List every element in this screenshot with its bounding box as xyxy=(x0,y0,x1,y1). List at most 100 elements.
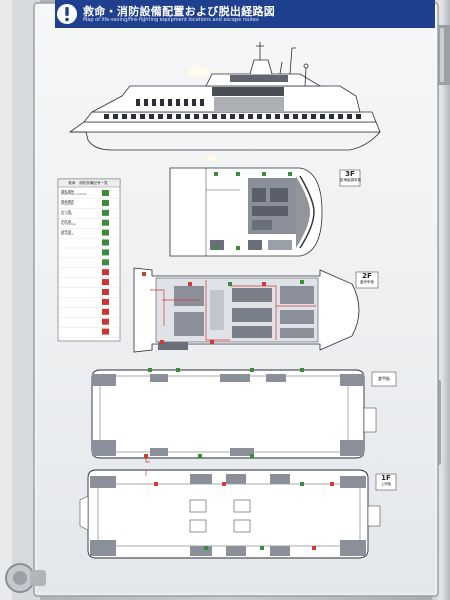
ship-window xyxy=(239,114,244,119)
equipment-marker-icon xyxy=(300,482,304,486)
ship-window xyxy=(192,99,196,106)
equipment-marker-icon xyxy=(262,172,266,176)
legend-item-english: Lifejacket xyxy=(61,203,74,207)
door-handle-mount xyxy=(30,570,46,586)
header-bar xyxy=(55,0,435,28)
deck-1f-name: 上甲板 xyxy=(380,482,392,487)
equipment-marker-icon xyxy=(198,454,202,458)
legend-item-label: 大人用 xyxy=(61,209,71,214)
deck-1f-number: 1F xyxy=(381,474,391,482)
legend-symbol-icon xyxy=(102,199,109,206)
legend-symbol-icon xyxy=(102,298,109,305)
equipment-marker-icon xyxy=(210,340,214,344)
ship-window xyxy=(347,114,352,119)
ship-window xyxy=(168,99,172,106)
legend-box xyxy=(57,178,121,342)
deck-mid-plan xyxy=(91,369,377,459)
ship-superstructure-detail xyxy=(214,97,284,111)
lamp-reflection-core xyxy=(207,155,217,161)
exclamation-icon-dot xyxy=(65,17,69,22)
ship-window xyxy=(152,99,156,106)
legend-header xyxy=(57,178,121,188)
legend-symbol-icon xyxy=(102,259,109,266)
door-handle-center xyxy=(13,571,27,585)
equipment-marker-icon xyxy=(236,172,240,176)
legend-symbol-icon xyxy=(102,239,109,246)
equipment-marker-icon xyxy=(236,246,240,250)
equipment-marker-icon xyxy=(288,172,292,176)
deck-1f-escape-route xyxy=(145,458,150,476)
ship-window xyxy=(104,114,109,119)
ship-window xyxy=(311,114,316,119)
equipment-marker-icon xyxy=(330,482,334,486)
left-window-strip xyxy=(0,0,12,600)
deck-2f-number: 2F xyxy=(362,272,372,280)
deck-3f-label: 3F 航海船橋甲板 xyxy=(340,170,361,183)
equipment-marker-icon xyxy=(250,368,254,372)
legend-item-english: Embarkation ladder xyxy=(61,193,87,197)
ship-window xyxy=(131,114,136,119)
legend-title: 救命 消防設備記号一覧 xyxy=(68,181,108,185)
ship-window xyxy=(122,114,127,119)
legend-symbol-icon xyxy=(102,279,109,286)
sign-title: 救命・消防設備配置および脱出経路図 xyxy=(83,5,276,18)
legend-symbol-icon xyxy=(102,269,109,276)
equipment-marker-icon xyxy=(262,282,266,286)
sign-subtitle: Map of life-saving/fire-fighting equipme… xyxy=(83,17,259,23)
ship-window xyxy=(136,99,140,106)
legend-item-english: for Children xyxy=(61,222,77,226)
ship-bridge-upper xyxy=(230,75,288,82)
equipment-markers xyxy=(142,172,334,550)
equipment-marker-icon xyxy=(260,546,264,550)
ship-window xyxy=(200,99,204,106)
legend-symbol-icon xyxy=(102,328,109,335)
equipment-marker-icon xyxy=(148,368,152,372)
legend-item-label: 幼児用 xyxy=(61,229,71,234)
ship-bridge-windows xyxy=(212,87,284,96)
legend-symbol-icon xyxy=(102,209,109,216)
ship-window xyxy=(158,114,163,119)
ship-window xyxy=(275,114,280,119)
deck-3f-name: 航海船橋甲板 xyxy=(340,178,361,183)
ship-window xyxy=(302,114,307,119)
ship-window-row xyxy=(104,99,361,119)
deck-3f-number: 3F xyxy=(345,170,355,178)
equipment-marker-icon xyxy=(144,454,148,458)
ship-window xyxy=(176,99,180,106)
top-hinge-highlight xyxy=(440,28,444,82)
deck-2f-escape-routes xyxy=(150,280,316,341)
ship-window xyxy=(284,114,289,119)
ship-window xyxy=(167,114,172,119)
ship-window xyxy=(185,114,190,119)
ship-window xyxy=(293,114,298,119)
legend-symbol-icon xyxy=(102,229,109,236)
ship-window xyxy=(356,114,361,119)
deck-3f-label-box xyxy=(339,169,361,187)
ship-window xyxy=(113,114,118,119)
deck-2f-plan xyxy=(133,267,360,353)
ship-window xyxy=(160,99,164,106)
ship-window xyxy=(176,114,181,119)
deck-1f-label-box xyxy=(375,473,397,491)
equipment-marker-icon xyxy=(250,454,254,458)
legend-item-label: 救命胴衣 xyxy=(61,199,75,204)
equipment-marker-icon xyxy=(228,282,232,286)
equipment-marker-icon xyxy=(214,246,218,250)
ship-side-elevation xyxy=(68,42,381,151)
deck-mid-label-box xyxy=(371,371,397,387)
legend-symbol-icon xyxy=(102,219,109,226)
lamp-reflection-core xyxy=(188,67,210,77)
deck-2f-label: 2F 遊歩甲板 xyxy=(356,272,378,284)
legend-item-label: 乗船場所 xyxy=(61,190,75,194)
ship-window xyxy=(248,114,253,119)
equipment-marker-icon xyxy=(142,272,146,276)
deck-2f-label-box xyxy=(355,271,379,289)
equipment-marker-icon xyxy=(160,340,164,344)
deck-1f-label: 1F 上甲板 xyxy=(376,474,396,486)
legend-item-english: for Adult xyxy=(61,213,73,216)
ship-window xyxy=(140,114,145,119)
ship-window xyxy=(230,114,235,119)
equipment-marker-icon xyxy=(300,280,304,284)
deck-mid-name: 倉甲板 xyxy=(378,376,390,381)
equipment-marker-icon xyxy=(300,368,304,372)
